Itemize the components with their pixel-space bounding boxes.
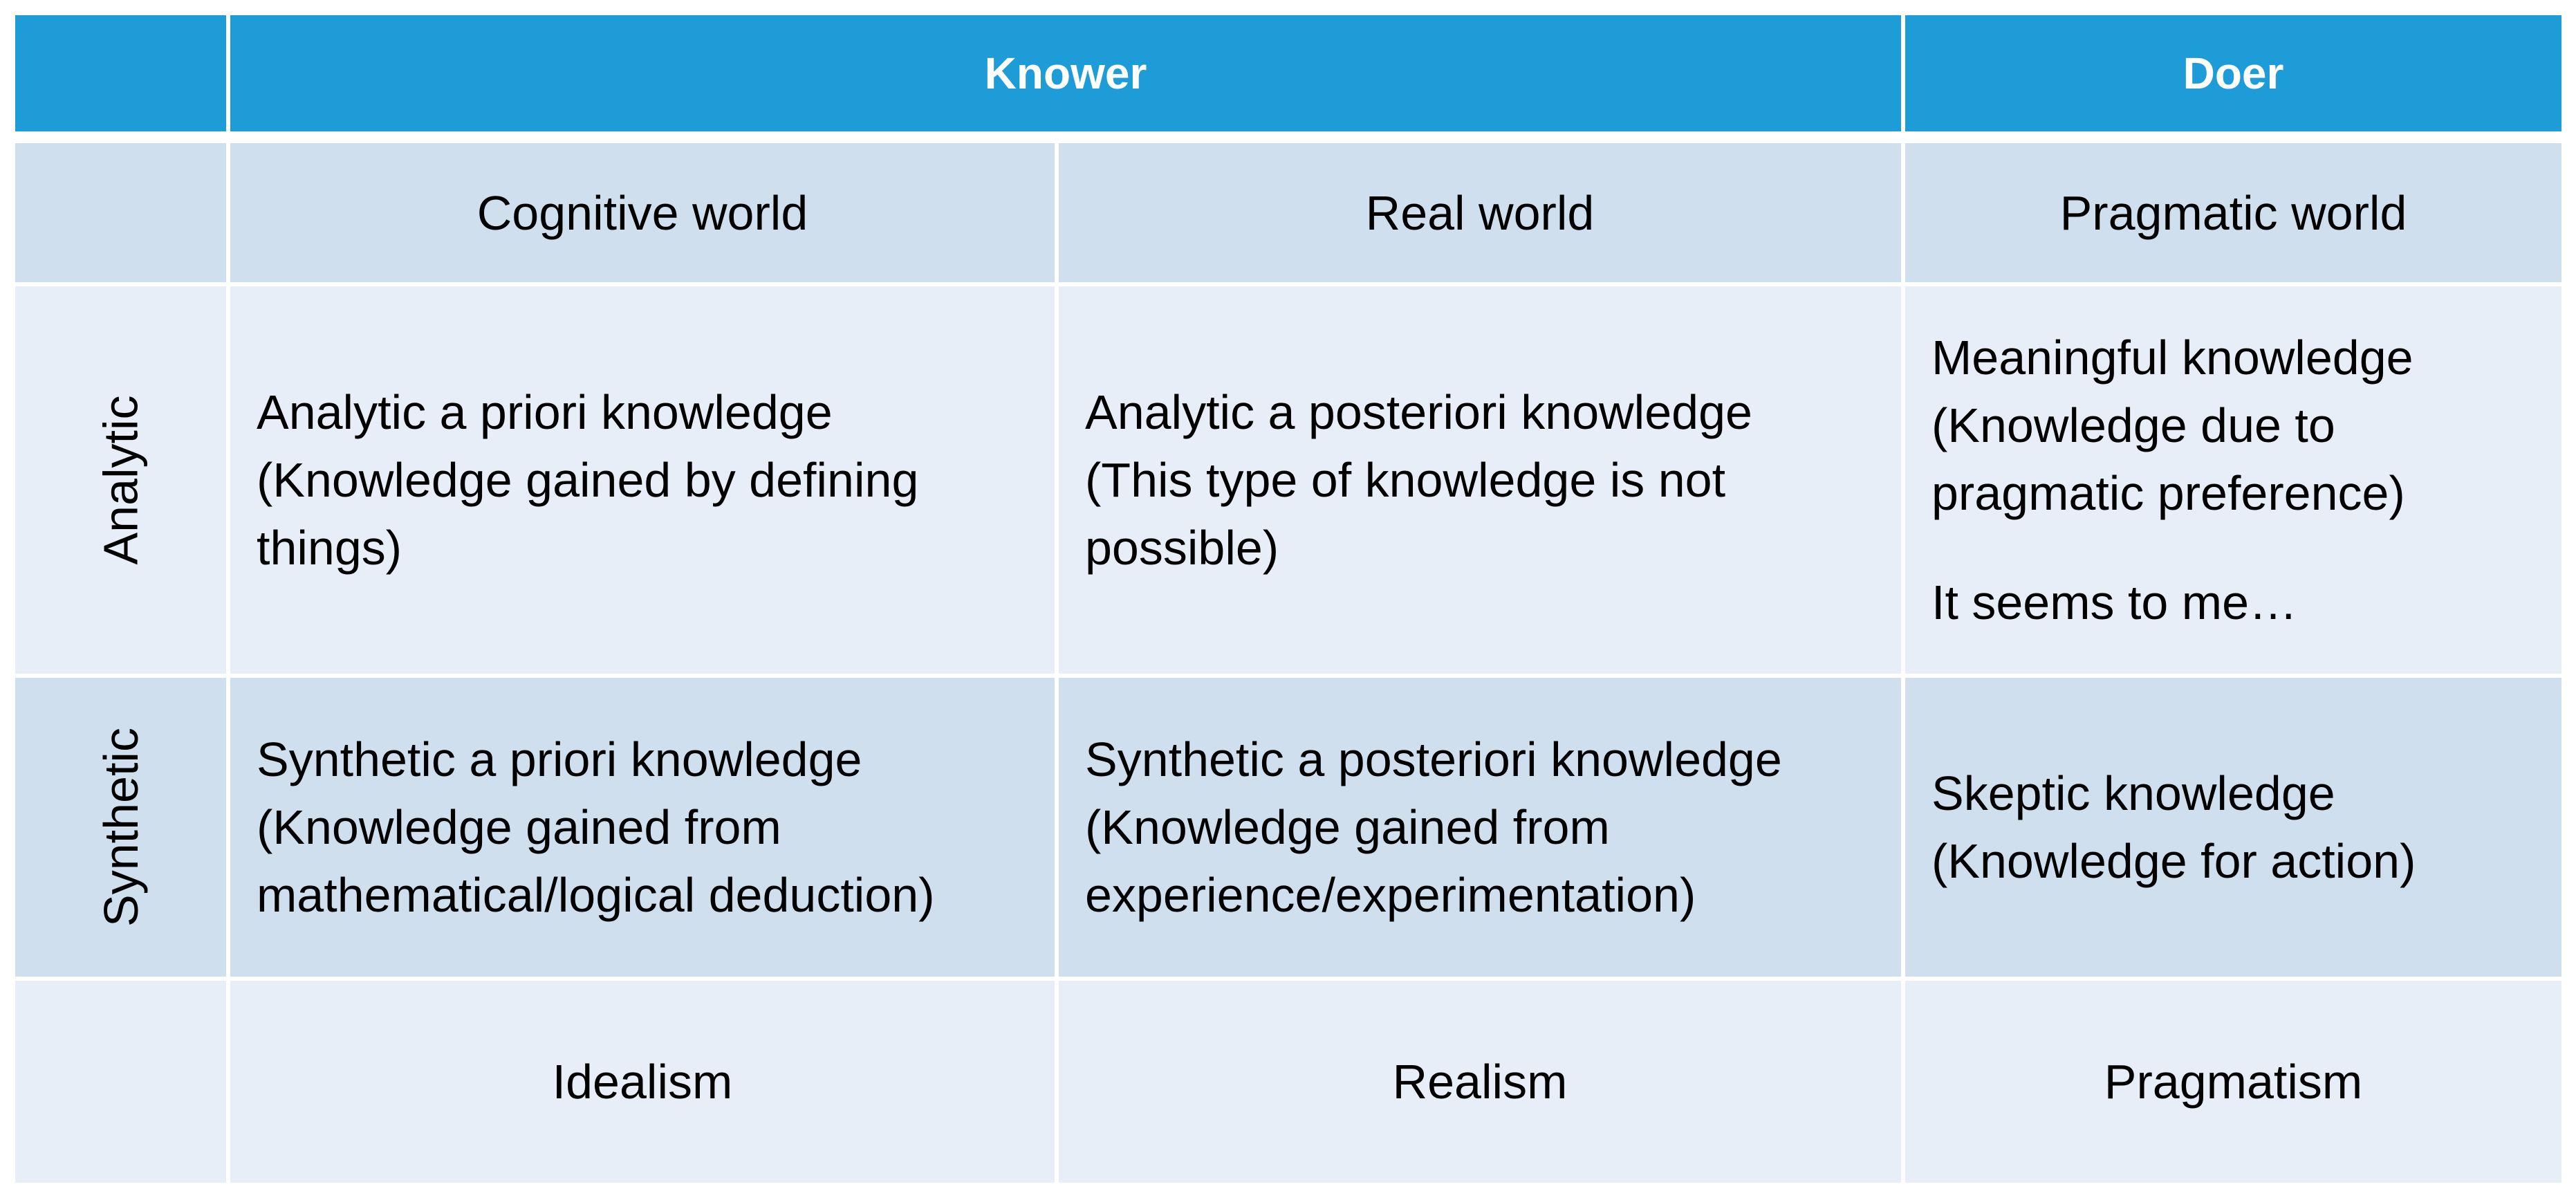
synthetic-pragmatic-cell: Skeptic knowledge (Knowledge for action) (1905, 678, 2561, 977)
cell-text-line: possible) (1085, 521, 1279, 575)
pragmatic-world-header: Pragmatic world (1905, 143, 2561, 282)
knower-header: Knower (230, 15, 1901, 131)
cell-text-note: It seems to me… (1931, 575, 2298, 629)
cell-text-line: pragmatic preference) (1931, 466, 2405, 520)
analytic-real-cell: Analytic a posteriori knowledge (This ty… (1059, 286, 1901, 674)
synthetic-real-cell: Synthetic a posteriori knowledge (Knowle… (1059, 678, 1901, 977)
cell-text-line: (Knowledge for action) (1931, 834, 2416, 888)
idealism-cell: Idealism (230, 981, 1055, 1183)
synthetic-label: Synthetic (93, 728, 148, 927)
cell-text-line: Analytic a priori knowledge (257, 385, 833, 439)
footer-corner-cell (15, 981, 226, 1183)
analytic-cognitive-cell: Analytic a priori knowledge (Knowledge g… (230, 286, 1055, 674)
cell-text-line: (Knowledge gained from (257, 800, 781, 854)
realism-label: Realism (1392, 1055, 1568, 1109)
cell-text-line: Analytic a posteriori knowledge (1085, 385, 1752, 439)
cell-text-line: things) (257, 521, 402, 575)
cognitive-world-header: Cognitive world (230, 143, 1055, 282)
real-world-label: Real world (1365, 185, 1595, 240)
cell-text-line: Skeptic knowledge (1931, 766, 2335, 820)
analytic-row-label: Analytic (15, 286, 226, 674)
subheader-corner-cell (15, 143, 226, 282)
cell-text-line: (Knowledge gained from (1085, 800, 1610, 854)
pragmatism-label: Pragmatism (2104, 1055, 2363, 1109)
cell-text-line: (This type of knowledge is not (1085, 453, 1726, 507)
cell-text-line: Synthetic a posteriori knowledge (1085, 732, 1782, 786)
cell-text-line: mathematical/logical deduction) (257, 868, 935, 922)
line-spacer (1931, 527, 2413, 569)
cell-text-line: (Knowledge due to (1931, 398, 2335, 452)
synthetic-cognitive-cell: Synthetic a priori knowledge (Knowledge … (230, 678, 1055, 977)
real-world-header: Real world (1059, 143, 1901, 282)
cell-text-line: Synthetic a priori knowledge (257, 732, 862, 786)
cell-text-line: Meaningful knowledge (1931, 331, 2413, 385)
pragmatism-cell: Pragmatism (1905, 981, 2561, 1183)
pragmatic-world-label: Pragmatic world (2059, 185, 2407, 240)
knower-header-label: Knower (984, 48, 1147, 98)
cell-text-line: experience/experimentation) (1085, 868, 1696, 922)
doer-header-label: Doer (2183, 48, 2284, 98)
doer-header: Doer (1905, 15, 2561, 131)
synthetic-row-label: Synthetic (15, 678, 226, 977)
analytic-pragmatic-cell: Meaningful knowledge (Knowledge due to p… (1905, 286, 2561, 674)
idealism-label: Idealism (552, 1055, 733, 1109)
realism-cell: Realism (1059, 981, 1901, 1183)
header-corner-cell (15, 15, 226, 131)
cell-text-line: (Knowledge gained by defining (257, 453, 919, 507)
analytic-label: Analytic (93, 395, 148, 565)
cognitive-world-label: Cognitive world (476, 185, 808, 240)
